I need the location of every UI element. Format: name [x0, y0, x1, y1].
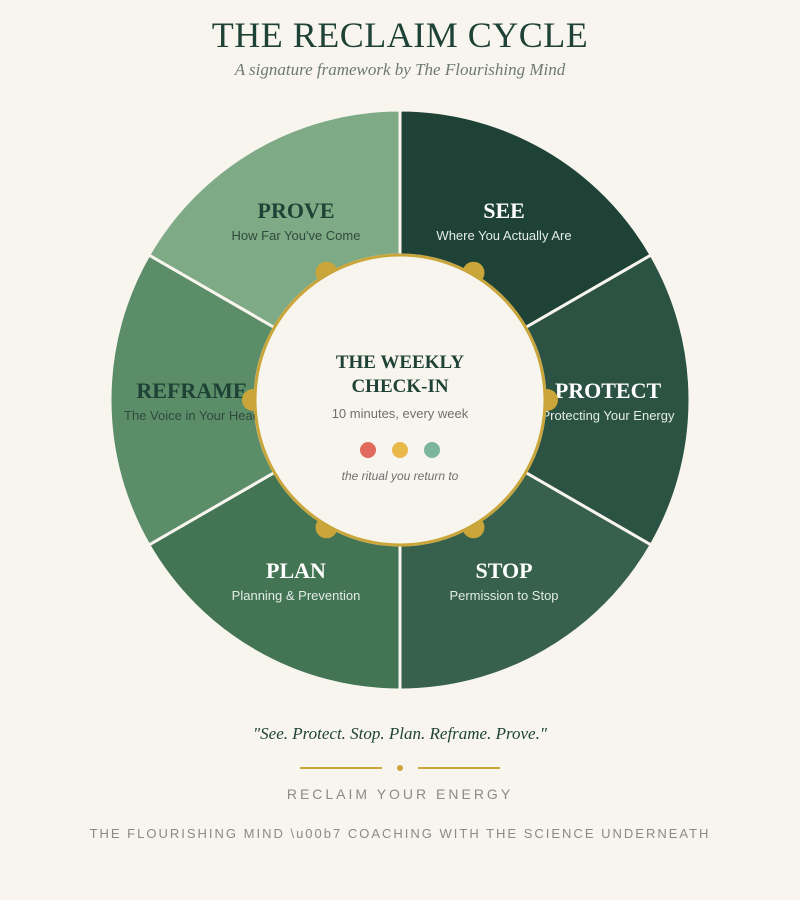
segment-subtitle-reframe: The Voice in Your Head	[124, 408, 260, 423]
page-title: THE RECLAIM CYCLE	[211, 15, 589, 55]
segment-subtitle-prove: How Far You've Come	[232, 228, 361, 243]
center-title-line2: CHECK-IN	[351, 376, 448, 397]
divider-line-right	[418, 767, 500, 769]
center-subtitle: 10 minutes, every week	[332, 406, 469, 421]
center-hub	[253, 253, 547, 547]
center-tagline: the ritual you return to	[342, 469, 459, 483]
center-title-line1: THE WEEKLY	[336, 352, 465, 373]
footer: "See. Protect. Stop. Plan. Reframe. Prov…	[0, 722, 800, 841]
segment-title-stop: STOP	[475, 558, 532, 583]
segment-title-protect: PROTECT	[555, 378, 662, 403]
segment-title-prove: PROVE	[258, 198, 335, 223]
page-subtitle: A signature framework by The Flourishing…	[234, 60, 566, 79]
segment-title-plan: PLAN	[266, 558, 326, 583]
segment-subtitle-see: Where You Actually Are	[436, 228, 571, 243]
footer-credit: THE FLOURISHING MIND \u00b7 COACHING WIT…	[89, 826, 711, 841]
footer-tagline: RECLAIM YOUR ENERGY	[286, 786, 514, 802]
segment-title-see: SEE	[483, 198, 525, 223]
center-dot-1	[360, 442, 376, 458]
segment-subtitle-stop: Permission to Stop	[449, 588, 558, 603]
divider-line-left	[300, 767, 382, 769]
segment-subtitle-plan: Planning & Prevention	[232, 588, 361, 603]
divider-dot	[397, 765, 403, 771]
ornament-divider	[300, 762, 500, 774]
segment-subtitle-protect: Protecting Your Energy	[542, 408, 675, 423]
center-dot-2	[392, 442, 408, 458]
segment-title-reframe: REFRAME	[136, 378, 247, 403]
header: THE RECLAIM CYCLE A signature framework …	[0, 14, 800, 80]
center-dot-3	[424, 442, 440, 458]
cycle-quote: "See. Protect. Stop. Plan. Reframe. Prov…	[253, 724, 547, 743]
